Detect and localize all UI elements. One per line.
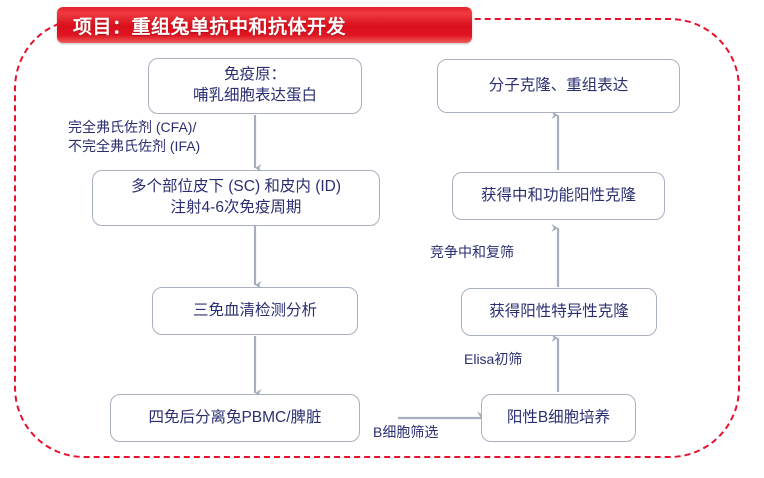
node-injection[interactable]: 多个部位皮下 (SC) 和皮内 (ID) 注射4-6次免疫周期 xyxy=(92,170,380,226)
node-specific-clone-label: 获得阳性特异性克隆 xyxy=(489,302,629,320)
node-bcell-culture-label: 阳性B细胞培养 xyxy=(506,408,611,426)
node-pbmc-isolation[interactable]: 四免后分离兔PBMC/脾脏 xyxy=(110,394,360,442)
node-immunogen[interactable]: 免疫原： 哺乳细胞表达蛋白 xyxy=(148,58,362,114)
node-neutral-clone-label: 获得中和功能阳性克隆 xyxy=(480,186,636,204)
node-serum-test-label: 三免血清检测分析 xyxy=(192,301,317,319)
node-cloning[interactable]: 分子克隆、重组表达 xyxy=(437,59,680,113)
edge-label-competition: 竞争中和复筛 xyxy=(430,244,514,260)
node-serum-test[interactable]: 三免血清检测分析 xyxy=(152,287,358,335)
node-cloning-label: 分子克隆、重组表达 xyxy=(488,76,629,94)
node-pbmc-isolation-label: 四免后分离兔PBMC/脾脏 xyxy=(148,408,322,426)
edge-label-adjuvant: 完全弗氏佐剂 (CFA)/ 不完全弗氏佐剂 (IFA) xyxy=(68,119,201,154)
node-specific-clone[interactable]: 获得阳性特异性克隆 xyxy=(461,288,657,336)
project-title-banner: 项目：重组兔单抗中和抗体开发 xyxy=(57,7,472,43)
node-immunogen-label: 免疫原： 哺乳细胞表达蛋白 xyxy=(192,66,317,104)
node-bcell-culture[interactable]: 阳性B细胞培养 xyxy=(481,394,636,442)
edge-label-bcell-screening: B细胞筛选 xyxy=(373,424,439,440)
node-injection-label: 多个部位皮下 (SC) 和皮内 (ID) 注射4-6次免疫周期 xyxy=(130,178,342,216)
node-neutral-clone[interactable]: 获得中和功能阳性克隆 xyxy=(452,172,665,220)
edge-label-elisa-screening: Elisa初筛 xyxy=(464,351,523,367)
page-title: 项目：重组兔单抗中和抗体开发 xyxy=(73,16,347,38)
